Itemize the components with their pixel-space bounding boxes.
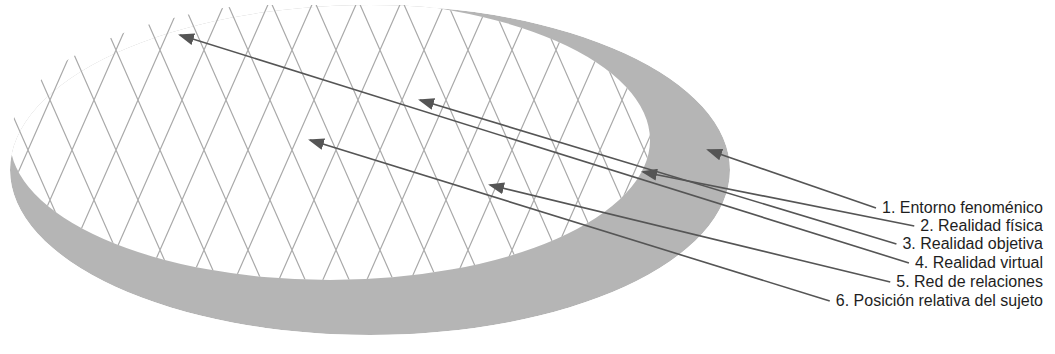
band-shape — [10, 0, 730, 335]
mesh-lattice — [10, 5, 650, 280]
callout-label: 3. Realidad objetiva — [902, 235, 1043, 253]
leader-line — [708, 150, 876, 208]
leader-line — [490, 185, 890, 282]
callout-label: 6. Posición relativa del sujeto — [836, 292, 1043, 310]
callout-label: 2. Realidad física — [920, 217, 1043, 235]
leader-line — [420, 100, 896, 244]
leader-line — [180, 35, 909, 263]
callout-label: 5. Red de relaciones — [896, 273, 1043, 291]
callout-label: 1. Entorno fenoménico — [882, 199, 1043, 217]
callout-label: 4. Realidad virtual — [915, 254, 1043, 272]
leader-line — [310, 140, 830, 301]
